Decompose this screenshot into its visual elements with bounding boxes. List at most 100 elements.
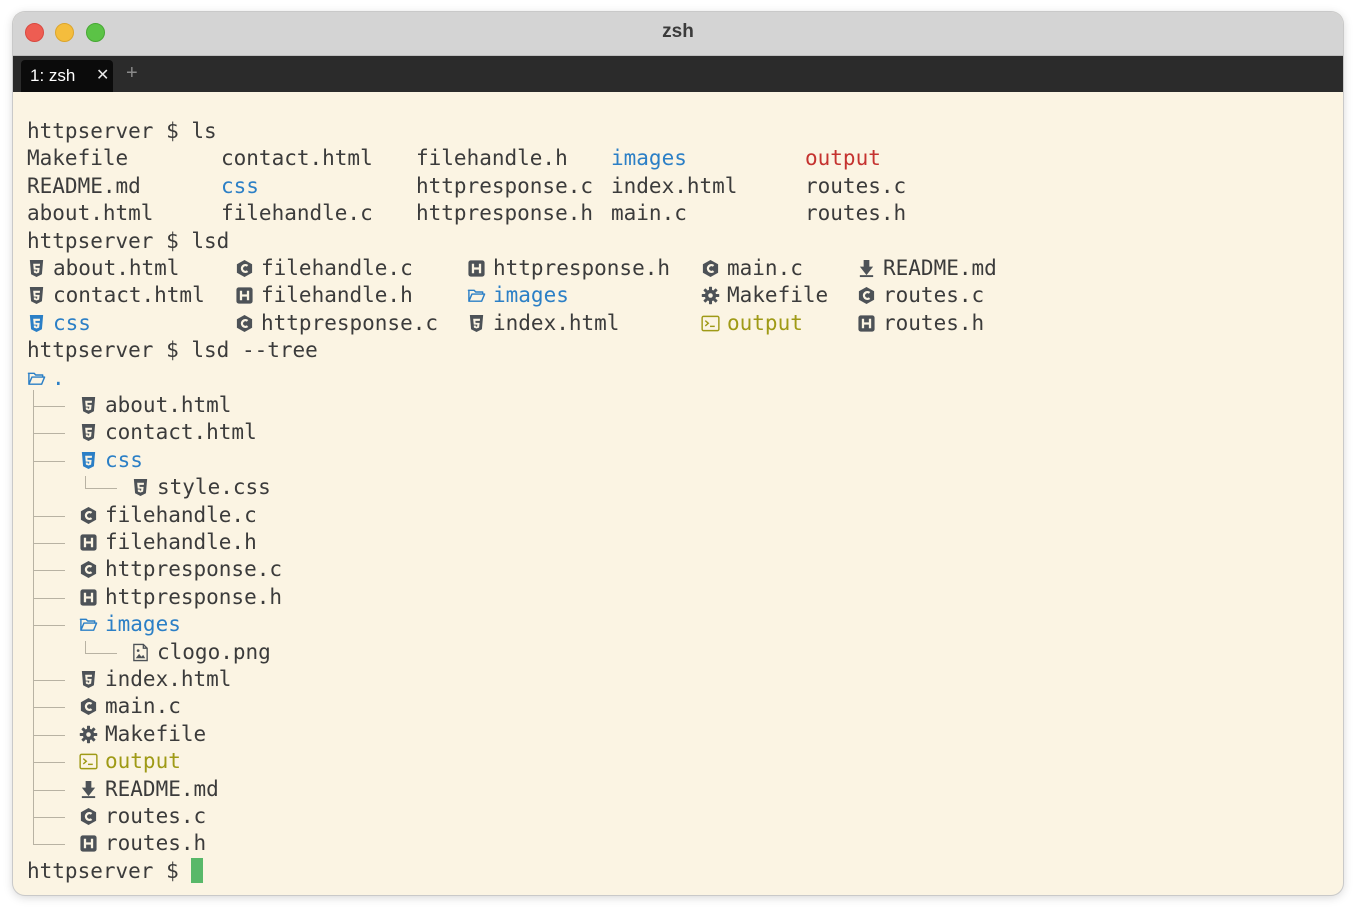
text-cursor — [191, 857, 204, 883]
lsd-entry: README.md — [857, 255, 997, 282]
ls-entry: about.html — [27, 201, 154, 226]
ls-entry: filehandle.h — [416, 146, 568, 171]
command-text: lsd --tree — [191, 338, 318, 363]
tree-entry: about.html — [79, 392, 231, 419]
ls-entry: routes.c — [805, 173, 907, 198]
tree-branch — [33, 680, 65, 681]
file-name: css — [53, 310, 91, 335]
ls-entry: httpresponse.h — [416, 201, 594, 226]
lsd-entry: httpresponse.c — [235, 310, 438, 337]
h-icon — [79, 533, 98, 552]
ls-entry: images — [611, 146, 687, 171]
file-name: Makefile — [727, 283, 829, 308]
tree-branch — [85, 476, 86, 489]
lsd-entry: css — [27, 310, 91, 337]
file-name: images — [493, 283, 569, 308]
lsd-entry: main.c — [701, 255, 803, 282]
tree-entry: style.css — [131, 474, 271, 501]
terminal-output[interactable]: httpserver $ ls Makefile contact.html fileh… — [27, 105, 1343, 895]
html-icon — [27, 286, 46, 305]
ls-entry: css — [221, 173, 259, 198]
image-icon — [131, 643, 150, 662]
lsd-entry: index.html — [467, 310, 619, 337]
html-icon — [27, 259, 46, 278]
file-name: output — [727, 310, 803, 335]
lsd-entry: filehandle.c — [235, 255, 413, 282]
c-icon — [235, 314, 254, 333]
tree-branch — [85, 640, 86, 653]
file-name: README.md — [883, 256, 997, 280]
tab-close-icon[interactable]: ✕ — [96, 67, 110, 84]
tree-branch — [33, 515, 65, 517]
tab-zsh[interactable]: 1: zsh ✕ — [21, 60, 113, 92]
tree-entry: httpresponse.h — [79, 584, 282, 611]
title-bar: zsh — [13, 12, 1343, 56]
file-name: main.c — [727, 256, 803, 280]
ls-entry: output — [805, 146, 881, 171]
tree-entry: contact.html — [79, 419, 257, 446]
tree-entry: filehandle.h — [79, 529, 257, 556]
tree-branch — [33, 707, 65, 709]
tree-entry: main.c — [79, 693, 181, 720]
c-icon — [79, 697, 98, 716]
command-text: lsd — [191, 228, 230, 253]
ls-entry: routes.h — [805, 201, 907, 226]
tree-branch — [33, 543, 65, 544]
lsd-entry: httpresponse.h — [467, 255, 670, 282]
tree-branch — [33, 570, 65, 572]
prompt: httpserver $ — [27, 228, 179, 253]
html-icon — [131, 478, 150, 497]
minimize-window-button[interactable] — [55, 23, 74, 42]
file-name: routes.h — [883, 310, 985, 335]
file-name: filehandle.c — [105, 502, 257, 527]
lsd-entry: images — [467, 282, 569, 309]
css-icon — [27, 314, 46, 333]
file-name: httpresponse.h — [493, 256, 671, 280]
terminal-icon — [701, 314, 720, 333]
file-name: about.html — [53, 256, 180, 280]
tree-entry: output — [79, 748, 181, 775]
tree-root: . — [52, 365, 65, 390]
lsd-entry: routes.c — [857, 282, 984, 309]
file-name: httpresponse.h — [105, 584, 283, 609]
file-name: about.html — [105, 393, 232, 417]
file-name: README.md — [105, 776, 219, 801]
terminal-line: httpserver $ — [27, 857, 204, 885]
html-icon — [79, 396, 98, 415]
folder-icon — [467, 286, 486, 305]
lsd-entry: output — [701, 310, 803, 337]
tree-entry: README.md — [79, 776, 219, 803]
file-name: contact.html — [53, 283, 205, 308]
window-title: zsh — [662, 21, 694, 42]
tree-entry: filehandle.c — [79, 502, 257, 529]
file-name: filehandle.h — [261, 283, 413, 308]
new-tab-button[interactable]: + — [126, 62, 138, 84]
ls-entry: README.md — [27, 173, 141, 198]
file-name: filehandle.c — [261, 256, 413, 280]
folder-icon — [27, 369, 46, 388]
html-icon — [467, 314, 486, 333]
tree-entry: Makefile — [79, 721, 206, 748]
file-name: contact.html — [105, 420, 257, 445]
terminal-line: httpserver $ lsd — [27, 228, 229, 255]
c-icon — [701, 259, 720, 278]
file-name: index.html — [105, 667, 232, 691]
file-name: style.css — [157, 475, 271, 500]
ls-entry: main.c — [611, 201, 687, 226]
terminal-line: httpserver $ ls — [27, 118, 217, 145]
download-icon — [857, 259, 876, 278]
file-name: css — [105, 447, 143, 472]
zoom-window-button[interactable] — [86, 23, 105, 42]
gear-icon — [79, 725, 98, 744]
tree-entry: index.html — [79, 666, 231, 693]
tree-entry: clogo.png — [131, 639, 271, 666]
close-window-button[interactable] — [25, 23, 44, 42]
file-name: main.c — [105, 694, 181, 719]
tree-branch — [33, 460, 65, 462]
tree-branch — [85, 488, 117, 490]
tree-entry: routes.c — [79, 803, 206, 830]
tree-entry: css — [79, 447, 143, 474]
tree-branch — [33, 406, 65, 407]
tree-branch — [33, 789, 65, 791]
terminal-icon — [79, 752, 98, 771]
